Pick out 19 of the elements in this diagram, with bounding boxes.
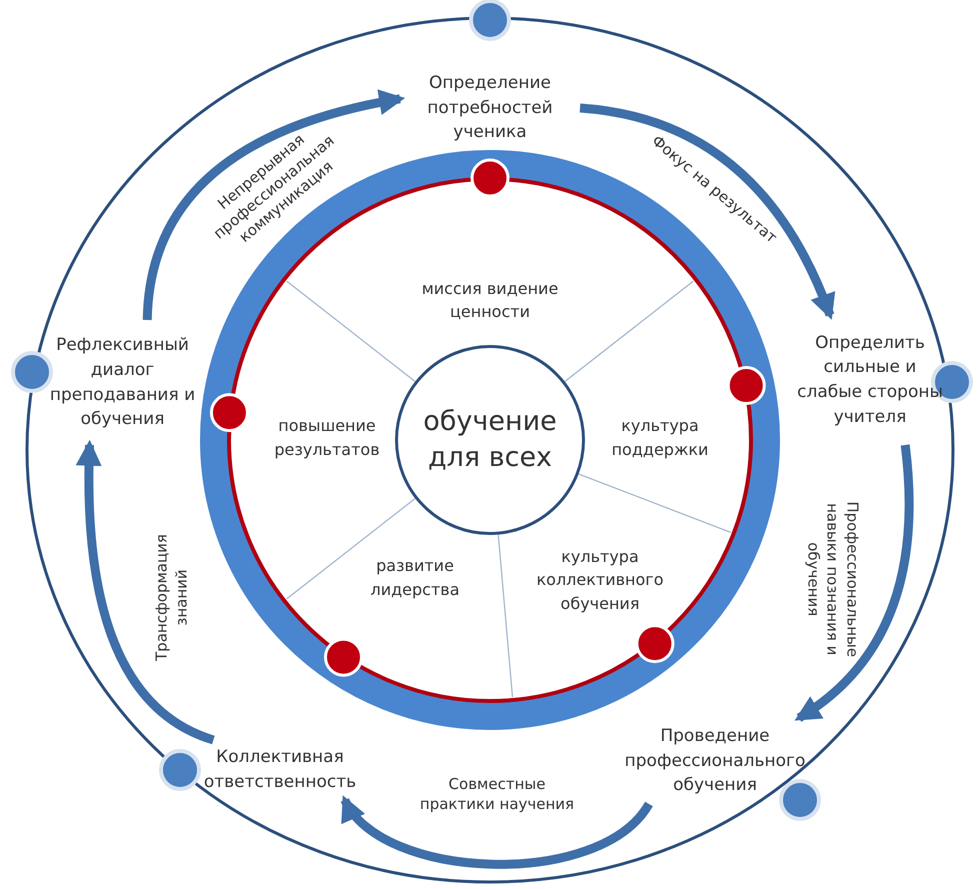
curved-arrow [341, 796, 653, 869]
sector-label: миссия видение ценности [420, 278, 560, 323]
stage-label: Коллективная ответственность [202, 746, 358, 794]
curved-arrow [794, 444, 914, 722]
curved-arrow [580, 104, 834, 320]
stage-label: Рефлексивный диалог преподавания и обучения [48, 334, 196, 432]
curved-arrow [76, 440, 216, 744]
sector-label: культура коллективного обучения [535, 546, 664, 615]
edge-label: Профессиональные навыки познания и обучения [803, 500, 862, 660]
stage-label: Определить сильные и слабые стороны учителя [796, 332, 944, 429]
edge-label: Совместные практики научения [418, 775, 576, 814]
center-text: обучение для всех [422, 404, 558, 475]
stage-label: Проведение профессионального обучения [624, 725, 806, 798]
curved-arrow [142, 90, 406, 320]
sector-label: повышение результатов [273, 415, 381, 460]
sector-label: культура поддержки [610, 415, 710, 460]
sector-label: развитие лидерства [369, 555, 461, 600]
stage-label: Определение потребностей ученика [426, 72, 554, 144]
edge-label: Трансформация знаний [152, 533, 191, 663]
